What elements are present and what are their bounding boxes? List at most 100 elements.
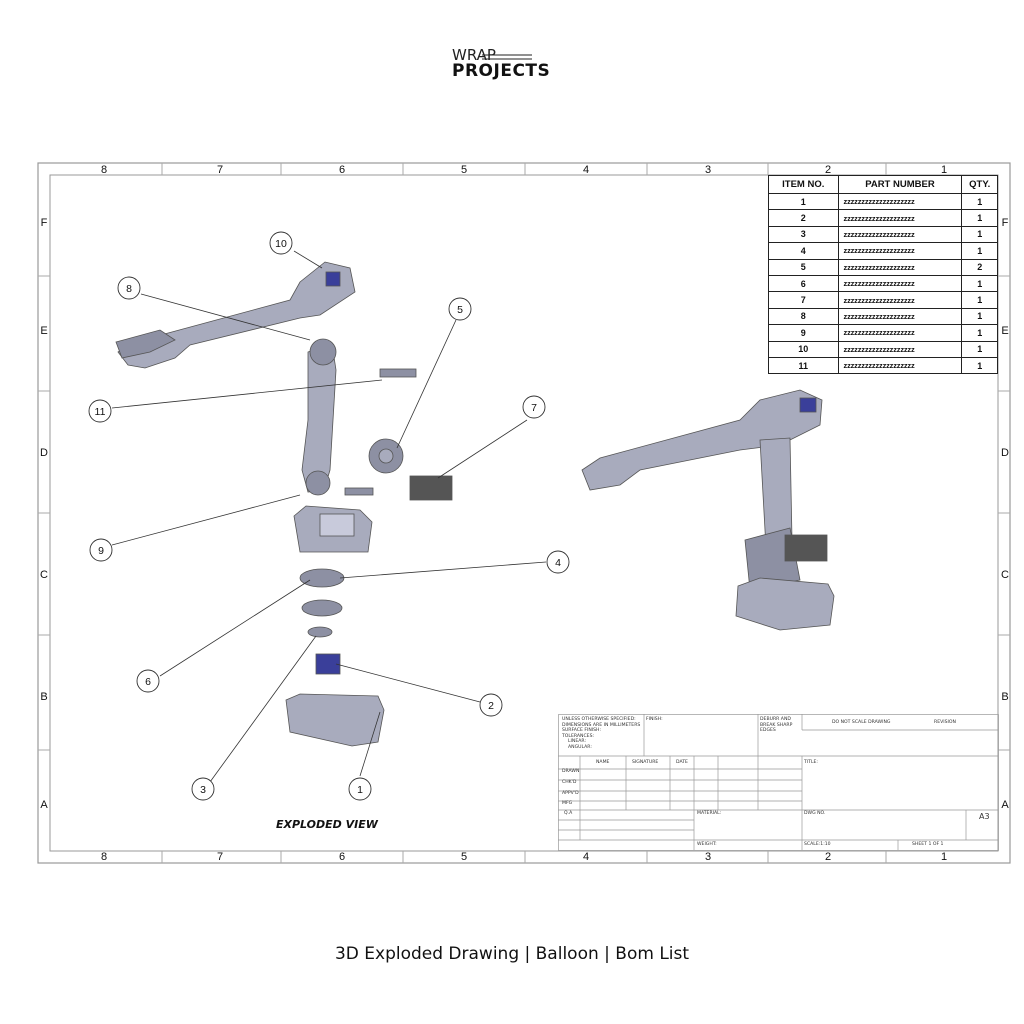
role-drawn: DRAWN bbox=[562, 769, 580, 774]
material-label: MATERIAL: bbox=[697, 811, 722, 816]
balloon-circle bbox=[88, 399, 112, 423]
bom-part-number: zzzzzzzzzzzzzzzzzzzz bbox=[837, 324, 963, 342]
header-date: DATE bbox=[676, 760, 688, 765]
logo-mark: WRAP bbox=[452, 46, 532, 62]
bracket-window bbox=[319, 513, 355, 537]
finish-label: FINISH: bbox=[646, 717, 663, 722]
deburr-1: DEBURR AND bbox=[760, 717, 791, 722]
bom-part-number: zzzzzzzzzzzzzzzzzzzz bbox=[837, 225, 963, 244]
balloon-circle bbox=[89, 538, 113, 562]
zone-row-label: D bbox=[1001, 447, 1009, 459]
zone-row-label: C bbox=[1001, 569, 1009, 581]
dwg-no-label: DWG NO. bbox=[804, 811, 826, 816]
bom-part-number: zzzzzzzzzzzzzzzzzzzz bbox=[837, 258, 963, 276]
exploded-assembly bbox=[115, 261, 453, 747]
base-gear-part bbox=[299, 568, 345, 588]
zone-row-label: E bbox=[1001, 325, 1008, 337]
weight-label: WEIGHT: bbox=[697, 842, 717, 847]
bom-qty: 2 bbox=[961, 258, 998, 276]
zone-column-label: 7 bbox=[217, 164, 223, 176]
tol-line-5: LINEAR: bbox=[568, 739, 586, 744]
assembled-view bbox=[581, 389, 835, 631]
bom-qty: 1 bbox=[961, 274, 998, 293]
zone-column-label: 1 bbox=[941, 164, 947, 176]
link-gear-bottom bbox=[305, 470, 331, 496]
bearing-part bbox=[307, 626, 333, 638]
bom-header-qty: QTY. bbox=[961, 175, 998, 194]
zone-row-label: D bbox=[40, 447, 48, 459]
balloon-circle bbox=[479, 693, 503, 717]
zone-column-label: 6 bbox=[339, 164, 345, 176]
assembled-servo-top bbox=[799, 397, 817, 413]
zone-column-label: 5 bbox=[461, 164, 467, 176]
balloon-number: 6 bbox=[145, 676, 151, 688]
bom-header-part: PART NUMBER bbox=[837, 175, 963, 194]
connector-part bbox=[344, 487, 374, 496]
zone-row-label: A bbox=[1001, 799, 1009, 811]
tolerance-notes: UNLESS OTHERWISE SPECIFIED: DIMENSIONS A… bbox=[562, 717, 640, 750]
zone-row-label: A bbox=[40, 799, 48, 811]
bom-qty: 1 bbox=[961, 307, 998, 326]
bom-part-number: zzzzzzzzzzzzzzzzzzzz bbox=[837, 242, 963, 260]
balloon-number: 2 bbox=[488, 700, 494, 712]
balloon-circle bbox=[117, 276, 141, 300]
bom-part-number: zzzzzzzzzzzzzzzzzzzz bbox=[837, 340, 963, 358]
balloon-circle bbox=[522, 395, 546, 419]
logo-line2: PROJECTS bbox=[452, 61, 551, 81]
balloon-circle bbox=[348, 777, 372, 801]
zone-column-label: 2 bbox=[825, 164, 831, 176]
bom-qty: 1 bbox=[961, 225, 998, 244]
tol-line-6: ANGULAR: bbox=[568, 744, 592, 750]
gripper-jaw-part bbox=[115, 329, 176, 359]
deburr-notes: DEBURR AND BREAK SHARP EDGES bbox=[760, 717, 792, 734]
zone-row-label: E bbox=[40, 325, 47, 337]
zone-row-label: F bbox=[1002, 217, 1009, 229]
bom-qty: 1 bbox=[961, 242, 998, 260]
balloon-circle bbox=[546, 550, 570, 574]
base-box-part bbox=[285, 693, 385, 747]
bom-qty: 1 bbox=[961, 356, 998, 375]
header-signature: SIGNATURE bbox=[632, 760, 659, 765]
balloon-number: 3 bbox=[200, 784, 206, 796]
tol-line-4: TOLERANCES: bbox=[562, 733, 595, 739]
bom-item-no: 10 bbox=[768, 340, 839, 358]
bom-part-number: zzzzzzzzzzzzzzzzzzzz bbox=[837, 274, 963, 293]
zone-column-label: 8 bbox=[101, 164, 107, 176]
mid-gear-part bbox=[301, 599, 343, 617]
bom-item-no: 11 bbox=[768, 356, 839, 375]
zone-column-label: 3 bbox=[705, 851, 711, 863]
tol-line-1: UNLESS OTHERWISE SPECIFIED: bbox=[562, 717, 636, 722]
bom-header-row: ITEM NO. PART NUMBER QTY. bbox=[768, 175, 998, 194]
revision-label: REVISION bbox=[934, 720, 956, 725]
title-block bbox=[558, 714, 999, 851]
bom-item-no: 9 bbox=[768, 324, 839, 342]
logo-line1: WRAP bbox=[452, 46, 496, 62]
bom-item-no: 2 bbox=[768, 209, 839, 227]
title-label: TITLE: bbox=[804, 760, 818, 765]
pin-part bbox=[379, 368, 417, 378]
bom-part-number: zzzzzzzzzzzzzzzzzzzz bbox=[837, 291, 963, 309]
zone-column-label: 4 bbox=[583, 164, 589, 176]
assembled-servo bbox=[784, 534, 828, 562]
scale-label: SCALE:1:10 bbox=[804, 842, 831, 847]
leader-lines bbox=[111, 250, 547, 783]
bom-header-item: ITEM NO. bbox=[768, 175, 839, 194]
bom-item-no: 7 bbox=[768, 291, 839, 309]
zone-column-label: 3 bbox=[705, 164, 711, 176]
page-caption: 3D Exploded Drawing | Balloon | Bom List bbox=[334, 944, 690, 964]
link-gear-top bbox=[309, 338, 337, 366]
zone-column-label: 5 bbox=[461, 851, 467, 863]
zone-row-label: F bbox=[41, 217, 48, 229]
bom-item-no: 1 bbox=[768, 192, 839, 211]
sheet-label: SHEET 1 OF 1 bbox=[912, 842, 944, 847]
zone-row-label: B bbox=[1001, 691, 1008, 703]
size-label: A3 bbox=[979, 812, 990, 821]
header-name: NAME bbox=[596, 760, 610, 765]
